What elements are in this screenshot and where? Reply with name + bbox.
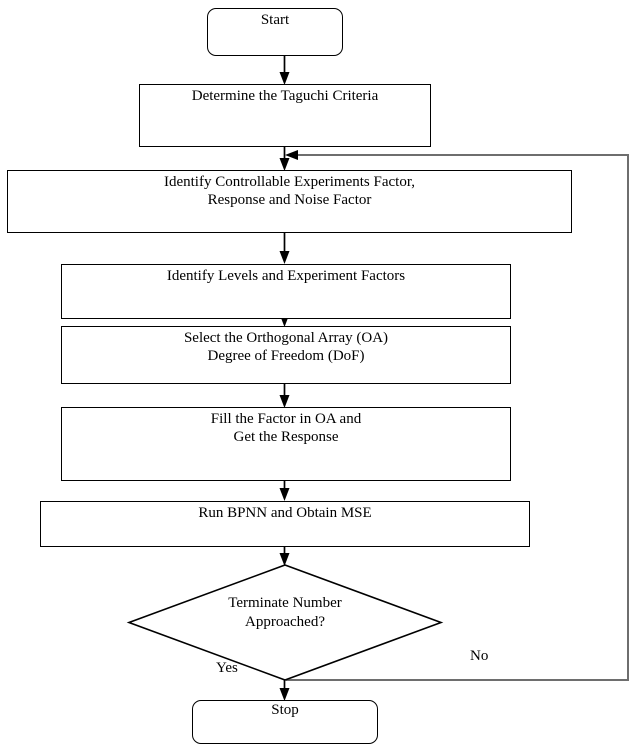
node-identify-factors-label: Identify Controllable Experiments Factor… — [163, 174, 415, 209]
arrowhead-fill-factor-to-run-bpnn — [279, 488, 290, 501]
node-identify-factors[interactable]: Identify Controllable Experiments Factor… — [7, 170, 572, 233]
node-terminate-decision-label: Terminate Number Approached? — [228, 595, 342, 630]
edge-label-yes: Yes — [216, 660, 238, 676]
node-determine-criteria[interactable]: Determine the Taguchi Criteria — [139, 84, 431, 147]
node-determine-criteria-label: Determine the Taguchi Criteria — [191, 88, 379, 104]
node-run-bpnn-label: Run BPNN and Obtain MSE — [198, 505, 372, 521]
diamond-shape — [126, 564, 444, 681]
node-start-label: Start — [260, 12, 290, 28]
node-select-oa-label: Select the Orthogonal Array (OA) Degree … — [183, 330, 389, 365]
node-stop[interactable]: Stop — [192, 700, 378, 744]
node-fill-factor[interactable]: Fill the Factor in OA and Get the Respon… — [61, 407, 511, 481]
node-fill-factor-label: Fill the Factor in OA and Get the Respon… — [210, 411, 362, 446]
edge-label-no: No — [470, 648, 489, 664]
arrowhead-identify-factors-to-identify-levels — [279, 251, 290, 264]
arrowhead-feedback-to-identify-factors — [285, 150, 298, 160]
node-stop-label: Stop — [271, 702, 299, 718]
node-identify-levels-label: Identify Levels and Experiment Factors — [166, 268, 406, 284]
node-select-oa[interactable]: Select the Orthogonal Array (OA) Degree … — [61, 326, 511, 384]
node-run-bpnn[interactable]: Run BPNN and Obtain MSE — [40, 501, 530, 547]
node-identify-levels[interactable]: Identify Levels and Experiment Factors — [61, 264, 511, 319]
node-start[interactable]: Start — [207, 8, 343, 56]
node-terminate-decision[interactable]: Terminate Number Approached? — [126, 564, 444, 681]
